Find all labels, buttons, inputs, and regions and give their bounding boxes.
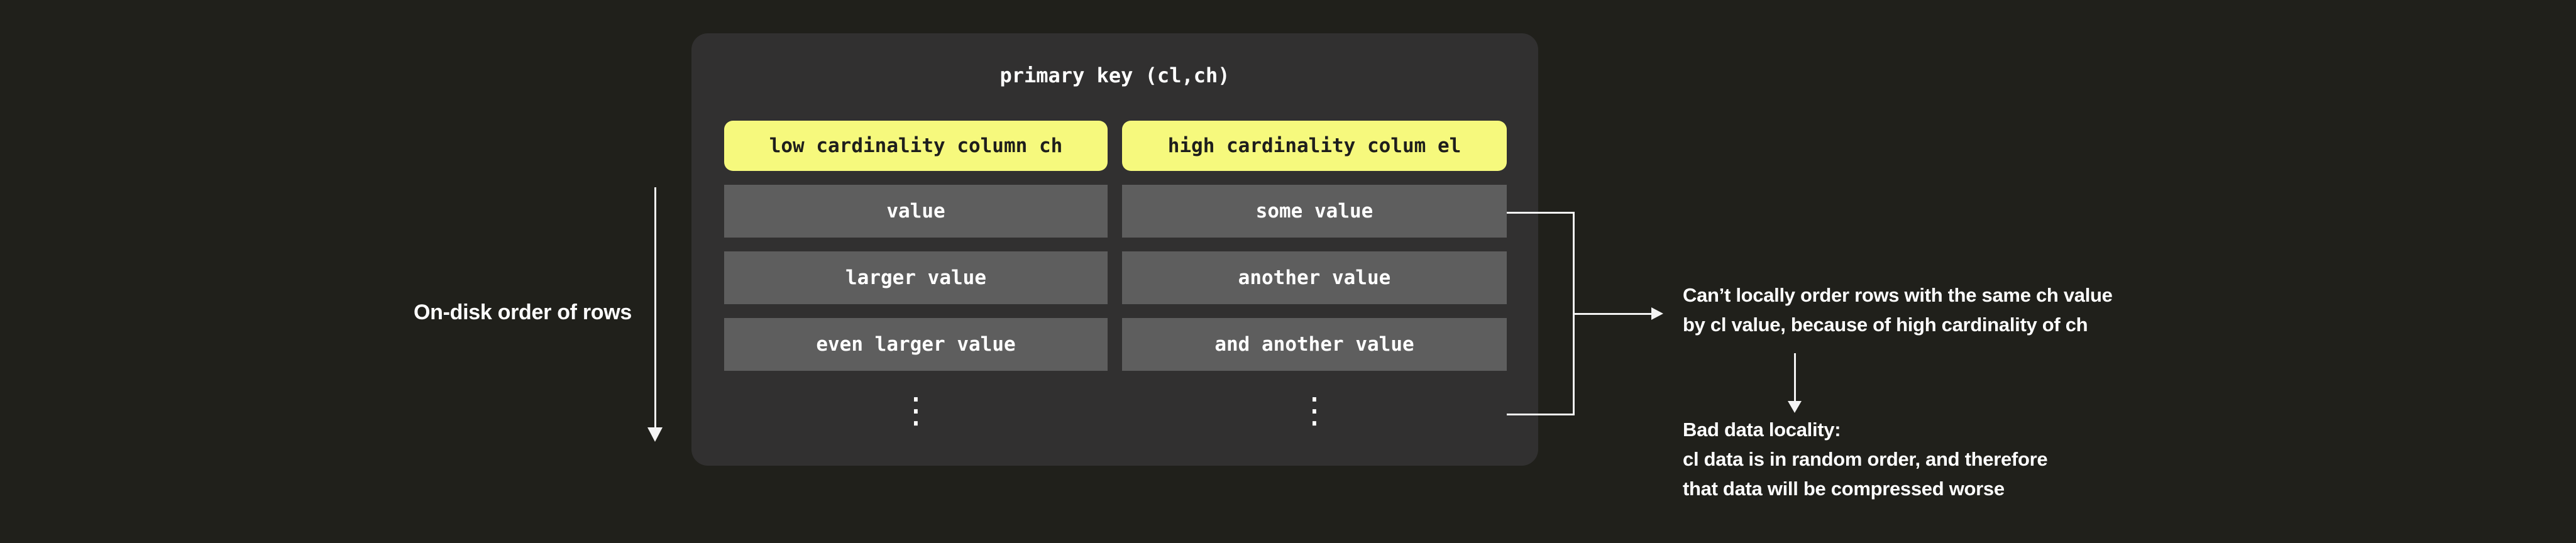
on-disk-order-label: On-disk order of rows [414,300,632,324]
note-line: Can’t locally order rows with the same c… [1683,284,2113,306]
bracket-arrow-line [1575,313,1651,315]
right-arrow-icon [1651,307,1663,320]
table-row: another value [1122,251,1507,304]
table-row: some value [1122,185,1507,238]
table-row: even larger value [724,318,1108,371]
bracket-bottom-line [1507,414,1575,415]
on-disk-order-arrow-line [654,187,656,427]
note-line: by cl value, because of high cardinality… [1683,314,2088,336]
vertical-ellipsis-icon: ⋮ [898,390,933,431]
bracket-top-line [1507,212,1575,214]
down-arrow-icon [647,427,663,442]
table-row: larger value [724,251,1108,304]
card-title: primary key (cl,ch) [999,63,1230,87]
bracket-vertical-line [1573,212,1575,415]
vertical-ellipsis-icon: ⋮ [1297,390,1332,431]
table-row: value [724,185,1108,238]
note-line: cl data is in random order, and therefor… [1683,448,2048,470]
note-line: Bad data locality: [1683,419,1841,441]
down-arrow-icon [1788,401,1802,413]
column-header-low-cardinality: low cardinality column ch [724,121,1108,171]
note-line: that data will be compressed worse [1683,478,2005,500]
table-row: and another value [1122,318,1507,371]
note-cant-order-rows: Can’t locally order rows with the same c… [1683,280,2113,339]
note-bad-data-locality: Bad data locality: cl data is in random … [1683,415,2048,503]
column-header-high-cardinality: high cardinality colum el [1122,121,1507,171]
note-connector-line [1794,353,1796,401]
primary-key-card [691,33,1538,466]
